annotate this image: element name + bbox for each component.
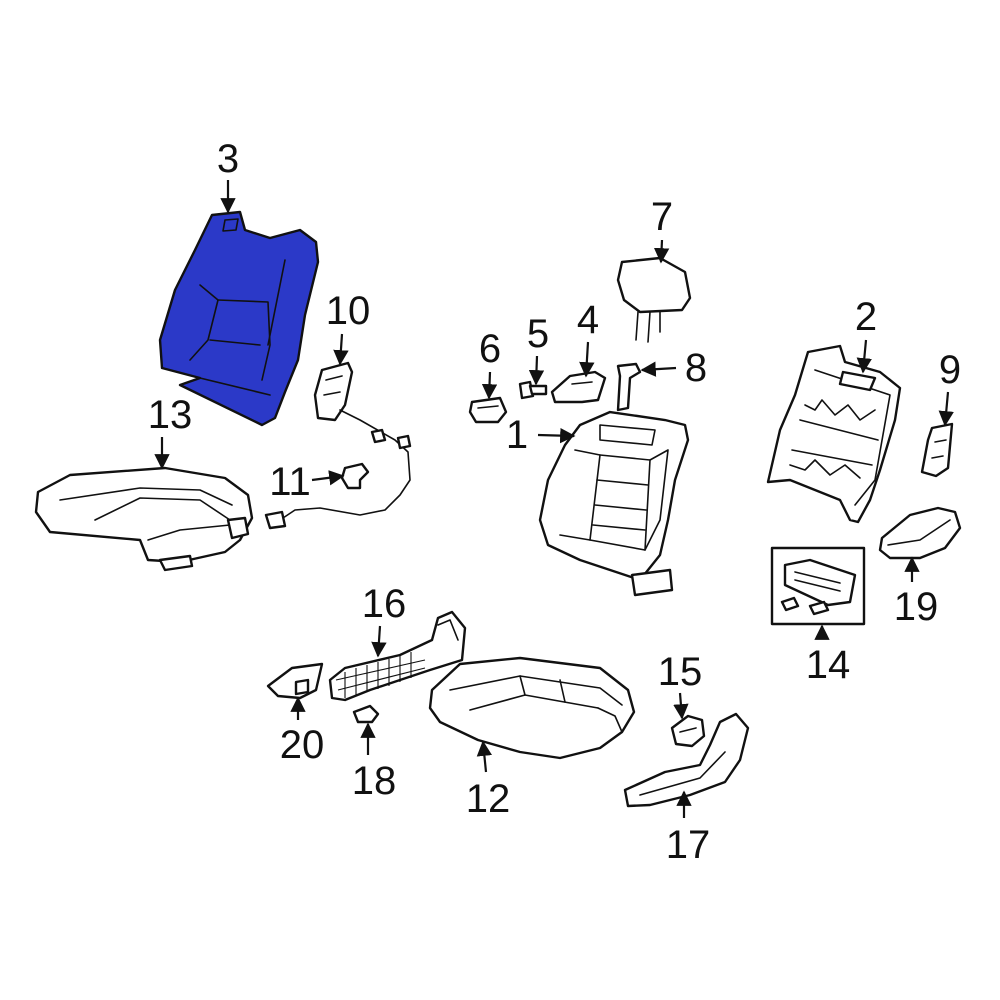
part-1-seat-back-assembly[interactable] [538, 410, 690, 597]
arrow-7 [653, 239, 670, 264]
arrow-12 [476, 740, 493, 773]
part-16-side-trim[interactable] [328, 610, 467, 702]
label-15: 15 [658, 650, 703, 694]
part-13-seat-cushion-cover[interactable] [34, 466, 254, 572]
part-14-kit-box[interactable] [770, 546, 866, 626]
part-17-side-cover[interactable] [623, 712, 750, 808]
label-6: 6 [479, 327, 501, 371]
label-13: 13 [148, 393, 193, 437]
part-6-trim[interactable] [468, 396, 508, 424]
arrow-9 [938, 391, 954, 427]
part-11-clip[interactable] [340, 462, 370, 490]
label-11: 11 [269, 460, 311, 504]
arrow-8 [640, 361, 677, 377]
arrow-5 [528, 355, 545, 386]
label-10: 10 [326, 289, 371, 333]
label-5: 5 [527, 312, 549, 356]
label-8: 8 [685, 346, 707, 390]
arrow-11 [311, 470, 345, 486]
label-19: 19 [894, 585, 939, 629]
part-2-seat-back-frame[interactable] [766, 344, 902, 524]
part-18-clip[interactable] [352, 704, 380, 724]
part-8-headrest-guide[interactable] [616, 362, 642, 412]
arrow-15 [673, 692, 689, 720]
label-17: 17 [666, 823, 711, 867]
label-1: 1 [506, 413, 528, 457]
part-4-cover[interactable] [550, 370, 607, 404]
label-7: 7 [651, 195, 673, 239]
label-2: 2 [855, 295, 877, 339]
label-12: 12 [466, 777, 511, 821]
label-3: 3 [217, 137, 239, 181]
part-3-shape [158, 210, 320, 427]
part-12-seat-cushion[interactable] [428, 656, 636, 760]
part-20-trim-piece[interactable] [266, 662, 324, 700]
arrow-16 [371, 625, 387, 658]
part-5-bolt[interactable] [518, 380, 548, 400]
label-16: 16 [362, 582, 407, 626]
part-15-knob[interactable] [670, 714, 706, 748]
arrow-2 [856, 339, 872, 374]
part-3-seat-back-cover[interactable] [158, 210, 320, 427]
arrow-6 [481, 371, 498, 400]
arrow-10 [333, 333, 349, 366]
label-4: 4 [577, 298, 599, 342]
label-14: 14 [806, 643, 851, 687]
part-7-headrest[interactable] [616, 256, 692, 343]
arrow-1 [537, 427, 576, 444]
label-18: 18 [352, 759, 397, 803]
part-9-bracket[interactable] [920, 422, 954, 478]
part-10-airbag-module[interactable] [264, 361, 412, 530]
part-19-armrest[interactable] [878, 506, 962, 560]
arrow-4 [579, 341, 595, 378]
label-9: 9 [939, 348, 961, 392]
label-20: 20 [280, 723, 325, 767]
